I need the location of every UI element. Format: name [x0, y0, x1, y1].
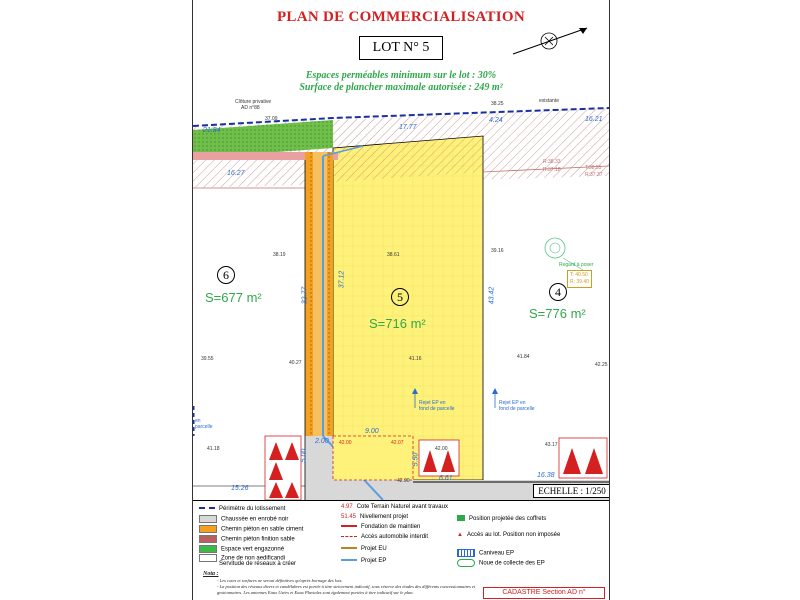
- note-3: gestionnaires. Les antennes Eaux Usées e…: [217, 590, 414, 595]
- regard-box: T: 40.50 R: 39.40: [567, 270, 592, 288]
- existant-label: existante: [539, 98, 560, 104]
- dim-d14: 16.38: [537, 472, 555, 479]
- spot-s2: 38.25: [491, 101, 504, 107]
- spot-s13: 43.17: [545, 442, 558, 448]
- legend-pieton-sable: Chemin piéton en sable ciment: [199, 525, 303, 533]
- legend-zone-non: Zone de non aedificandi: [199, 554, 285, 562]
- dim-d13: 6.61: [439, 475, 453, 482]
- dim-d15: 15.26: [231, 485, 249, 492]
- cadastre-box: CADASTRE Section AD n°: [483, 587, 605, 599]
- legend-chaussee: Chaussée en enrobé noir: [199, 515, 288, 523]
- dim-d7: 37.12: [338, 270, 346, 289]
- lot-5-access-zone: [332, 435, 414, 481]
- spot-s10: 42.25: [595, 362, 608, 368]
- spot-s8: 41.16: [409, 356, 422, 362]
- spot-s6: 39.55: [201, 356, 214, 362]
- non-aedificandi-zone: [333, 136, 483, 182]
- spot-s7: 40.27: [289, 360, 302, 366]
- site-plan: [193, 107, 609, 500]
- plancher-text: Surface de plancher maximale autorisée :…: [299, 82, 503, 93]
- lot-6-number: 6: [217, 266, 235, 284]
- spot-s11: 41.18: [207, 446, 220, 452]
- dim-r3: R:37.18: [543, 167, 561, 173]
- legend: Périmètre du lotissement Chaussée en enr…: [193, 500, 609, 600]
- dim-d1: 21.84: [203, 127, 221, 134]
- legend-espace-vert: Espace vert engazonné: [199, 545, 284, 553]
- spot-s12: 42.00: [435, 446, 448, 452]
- pedestrian-path-finish: [193, 152, 338, 160]
- spot-s1: 37.09: [265, 116, 278, 122]
- regard-r: R: 39.40: [570, 279, 589, 285]
- permeable-text: Espaces perméables minimum sur le lot : …: [305, 70, 497, 81]
- legend-acces-interdit: Accès automobile interdit: [341, 533, 428, 541]
- legend-caniveau: Caniveau EP: [457, 549, 514, 557]
- spot-s9: 41.84: [517, 354, 530, 360]
- access-triangles-left: [264, 435, 302, 500]
- legend-noue: Noue de collecte des EP: [457, 559, 545, 567]
- dim-d3: 4.24: [489, 117, 503, 124]
- page-title: PLAN DE COMMERCIALISATION: [276, 9, 526, 25]
- dim-d4: 16.21: [585, 116, 603, 123]
- spot-s15: 42.00: [339, 440, 352, 446]
- dim-d10: 2.00: [315, 438, 329, 445]
- dim-r4: R:37.37: [585, 172, 603, 178]
- lot-4-number: 4: [549, 283, 567, 301]
- dim-r1: R:38.33: [543, 159, 561, 165]
- legend-projet-ep: Projet EP: [341, 557, 386, 565]
- note-2: - La position des réseaux divers et cand…: [217, 584, 476, 589]
- lot-5-area-label: S=716 m²: [369, 316, 426, 331]
- legend-projet-eu: Projet EU: [341, 545, 387, 553]
- spot-s4: 38.61: [387, 252, 400, 258]
- lot-5-number: 5: [391, 288, 409, 306]
- lot-5-area: [332, 135, 484, 481]
- scale-box: ECHELLE : 1/250: [533, 484, 609, 498]
- spot-s5: 39.16: [491, 248, 504, 254]
- legend-acces-lot: ▲Accès au lot. Position non imposée: [457, 532, 561, 538]
- north-arrow-icon: [512, 27, 588, 55]
- dim-d9: 9.00: [365, 428, 379, 435]
- note-1: - Les cotes et surfaces ne seront défini…: [217, 578, 343, 583]
- dim-d2: 17.77: [399, 124, 417, 131]
- access-triangles-lot4: [558, 437, 608, 479]
- dim-d11: 5.00: [300, 448, 308, 463]
- spot-s16: 42.90: [397, 478, 410, 484]
- tree-icon: [544, 237, 566, 259]
- dim-d6: 32.77: [301, 286, 309, 305]
- cloture-label: Clôture privative: [235, 99, 272, 105]
- regard-t: T: 40.50: [570, 272, 588, 278]
- spot-s3: 38.19: [273, 252, 286, 258]
- green-space: [193, 120, 333, 158]
- spot-s14: 42.07: [391, 440, 404, 446]
- lot-4-area: S=776 m²: [529, 306, 586, 321]
- legend-fondation: Fondation de maintien: [341, 523, 420, 531]
- legend-pieton-finition: Chemin piéton finition sable: [199, 535, 295, 543]
- access-triangles-lot5: [418, 439, 460, 477]
- lot-6-area: S=677 m²: [205, 290, 262, 305]
- dim-d8: 43.42: [488, 286, 496, 305]
- nota-label: Nota :: [203, 571, 219, 577]
- plan-sheet: PLAN DE COMMERCIALISATION LOT N° 5 Espac…: [192, 0, 610, 600]
- dim-d12: 5.50: [412, 452, 420, 467]
- cloture-ref: AD n°88: [241, 105, 260, 111]
- dim-r2: T:38.55: [585, 165, 602, 171]
- legend-perimetre: Périmètre du lotissement: [199, 505, 285, 513]
- lot-number-box: LOT N° 5: [359, 36, 443, 60]
- regard-label: Regard à poser: [559, 262, 594, 268]
- legend-coffrets: Position projetée des coffrets: [457, 515, 546, 523]
- dim-d5: 16.27: [227, 170, 245, 177]
- legend-servitude: Servitude de réseaux à créer: [219, 561, 297, 567]
- perimeter-line: [193, 107, 609, 127]
